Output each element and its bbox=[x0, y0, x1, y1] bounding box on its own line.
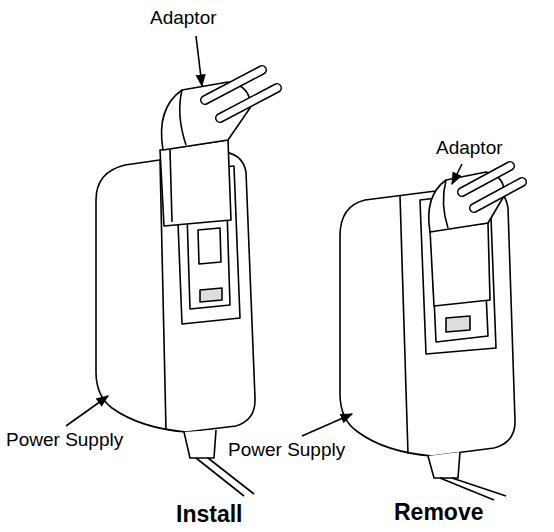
step-title: Install bbox=[176, 502, 242, 527]
power-cable bbox=[440, 478, 506, 500]
leader-arrow bbox=[302, 414, 352, 436]
part-label: Power Supply bbox=[228, 440, 345, 461]
part-label: Adaptor bbox=[150, 8, 217, 29]
adaptor-plug bbox=[429, 166, 522, 306]
leader-arrows bbox=[66, 36, 462, 436]
leader-arrow bbox=[196, 36, 202, 86]
step-title: Remove bbox=[394, 500, 483, 525]
leader-arrow bbox=[452, 164, 462, 184]
part-label: Power Supply bbox=[6, 430, 123, 451]
power-cable bbox=[196, 458, 254, 496]
leader-arrow bbox=[66, 396, 108, 426]
power-supply-body bbox=[340, 186, 515, 478]
part-label: Adaptor bbox=[436, 138, 503, 159]
adaptor-plug bbox=[160, 70, 277, 226]
